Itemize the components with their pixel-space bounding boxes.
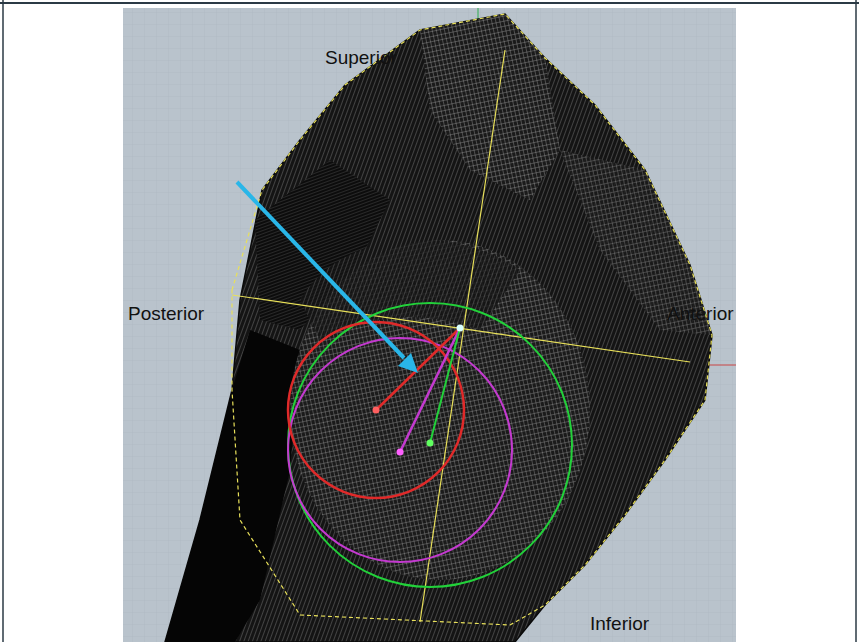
direction-label: Inferior xyxy=(590,614,649,635)
direction-label: Anterior xyxy=(667,304,734,325)
direction-label: Posterior xyxy=(128,304,204,325)
direction-label: Superior xyxy=(325,48,397,69)
